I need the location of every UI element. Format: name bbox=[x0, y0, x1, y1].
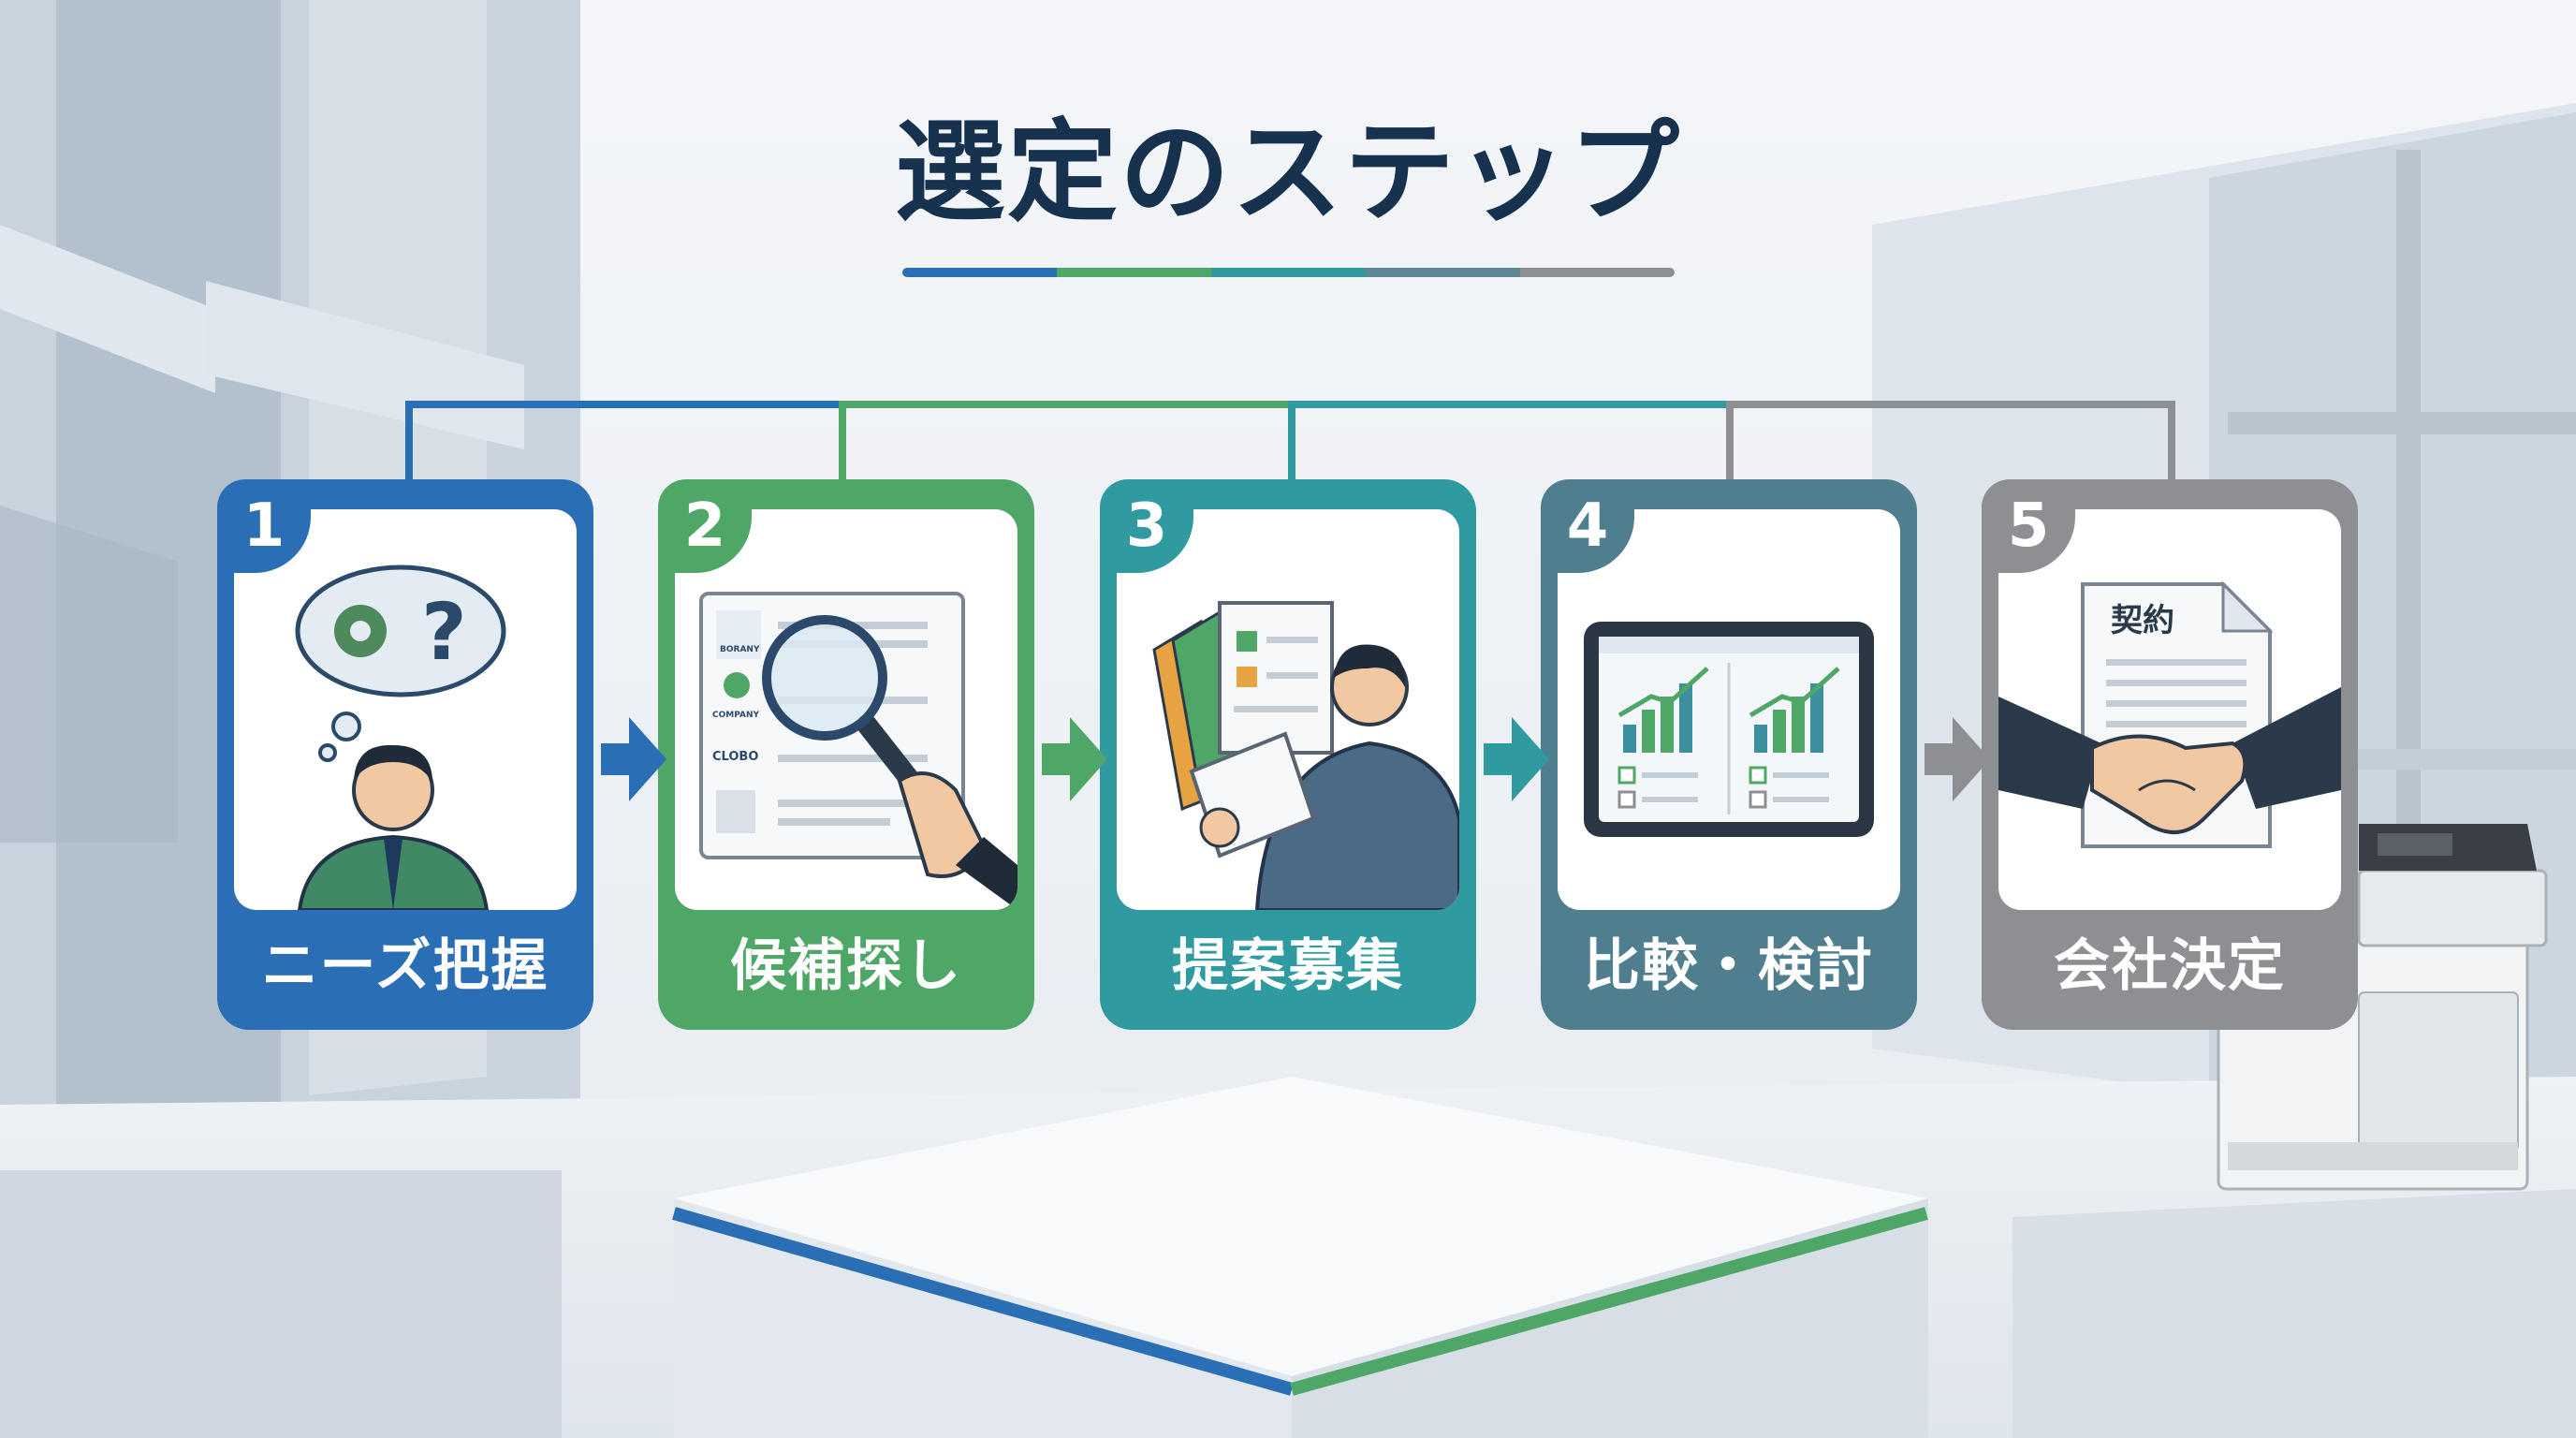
title-underline bbox=[902, 268, 1675, 277]
arrow-right-icon bbox=[1925, 717, 1990, 801]
step-illustration-1: ? bbox=[234, 509, 577, 910]
step-label-1: ニーズ把握 bbox=[261, 933, 549, 999]
handshake-contract-icon: 契約 bbox=[1998, 580, 2341, 848]
step-card-3: 3 提案募集 bbox=[1100, 479, 1476, 1030]
magnifier-company-list-icon: BORANY COMPANY CLOBO bbox=[699, 592, 1017, 910]
company-logo-1: BORANY bbox=[720, 645, 760, 654]
step-label-4: 比較・検討 bbox=[1584, 933, 1874, 999]
page-title: 選定のステップ bbox=[894, 108, 1681, 237]
person-reviewing-documents-icon bbox=[1152, 601, 1459, 910]
step-card-2: 2 BORANY COMPANY CLOBO 候補探し bbox=[658, 479, 1034, 1030]
arrow-right-icon bbox=[601, 717, 666, 801]
arrow-right-icon bbox=[1484, 717, 1549, 801]
step-number-1: 1 bbox=[217, 479, 311, 573]
arrow-right-icon bbox=[1042, 717, 1107, 801]
step-label-5: 会社決定 bbox=[2054, 933, 2286, 999]
step-illustration-2: BORANY COMPANY CLOBO bbox=[675, 509, 1017, 910]
thinking-person-icon: ? bbox=[295, 565, 506, 910]
step-card-1: 1 ? ニーズ把握 bbox=[217, 479, 593, 1030]
comparison-charts-tablet-icon bbox=[1584, 622, 1874, 837]
step-label-2: 候補探し bbox=[730, 933, 962, 999]
step-number-3: 3 bbox=[1100, 479, 1193, 573]
step-label-3: 提案募集 bbox=[1172, 933, 1404, 999]
step-card-4: 4 比較・検討 bbox=[1541, 479, 1917, 1030]
company-logo-3: CLOBO bbox=[712, 750, 758, 764]
step-number-4: 4 bbox=[1541, 479, 1634, 573]
step-illustration-3 bbox=[1117, 509, 1459, 910]
step-illustration-4 bbox=[1558, 509, 1900, 910]
company-logo-2: COMPANY bbox=[712, 711, 759, 720]
svg-text:?: ? bbox=[421, 586, 467, 678]
contract-label: 契約 bbox=[2111, 602, 2174, 639]
step-card-5: 5 契約 会社決定 bbox=[1982, 479, 2358, 1030]
step-illustration-5: 契約 bbox=[1998, 509, 2341, 910]
